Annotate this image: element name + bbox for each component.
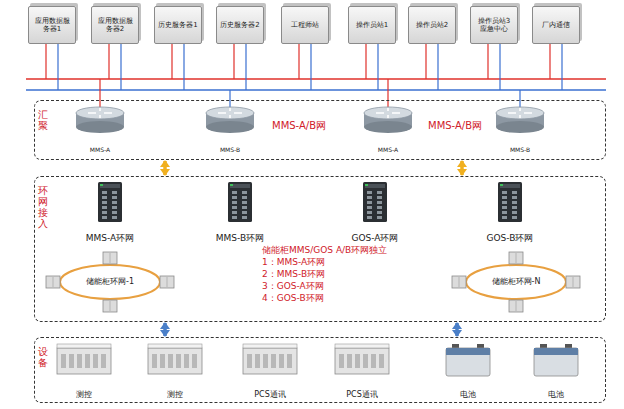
device-node: PCS通讯 bbox=[235, 342, 305, 400]
blue-drop bbox=[183, 44, 184, 90]
red-drop bbox=[425, 44, 426, 79]
layer-title: 汇聚 bbox=[38, 109, 48, 131]
node-label: GOS-A环网 bbox=[352, 233, 399, 243]
node-label: 储能柜环网-N bbox=[492, 277, 541, 286]
layer-title: 设备 bbox=[38, 346, 48, 368]
router-node: MMS-B bbox=[492, 105, 548, 155]
blue-drop bbox=[245, 44, 246, 90]
blue-drop bbox=[377, 44, 378, 90]
ring-network: 储能柜环网-1 bbox=[40, 252, 180, 312]
node-label: MMS-B环网 bbox=[216, 233, 264, 243]
blue-bus bbox=[26, 89, 606, 91]
red-drop bbox=[487, 44, 488, 79]
router-node: MMS-A bbox=[360, 105, 416, 155]
blue-drop bbox=[120, 44, 121, 90]
switch-node: GOS-B环网 bbox=[473, 180, 547, 244]
note-column: 储能柜MMS/GOS A/B环网独立1：MMS-A环网2：MMS-B环网3：GO… bbox=[262, 244, 387, 304]
node-label: 厂内通信 bbox=[542, 21, 570, 29]
router-link bbox=[229, 90, 230, 108]
node-label: 历史服务器2 bbox=[220, 21, 259, 29]
layer-band: 设备测控 测控 PCS通讯 PCS通讯 电池 电池 bbox=[34, 337, 606, 403]
router-link bbox=[387, 79, 388, 108]
router-node: MMS-B bbox=[202, 105, 258, 155]
note-text: 储能柜MMS/GOS A/B环网独立 bbox=[262, 244, 387, 256]
node-label: 操作员站2 bbox=[416, 21, 448, 29]
note-text: 2：MMS-B环网 bbox=[262, 268, 387, 280]
double-arrow bbox=[163, 323, 167, 336]
node-label: 测控 bbox=[167, 390, 183, 399]
server-box: 操作员站2 bbox=[408, 6, 456, 44]
red-drop bbox=[549, 44, 550, 79]
note-text: 3：GOS-A环网 bbox=[262, 280, 387, 292]
blue-drop bbox=[310, 44, 311, 90]
server-box: 操作员站1 bbox=[348, 6, 396, 44]
double-arrow bbox=[455, 323, 459, 336]
router-link bbox=[99, 79, 100, 108]
blue-drop bbox=[57, 44, 58, 90]
layer-title: 环网接入 bbox=[38, 185, 48, 229]
node-label: 电池 bbox=[460, 390, 476, 399]
server-box: 应用数据服务器2 bbox=[91, 6, 139, 44]
battery-node: 电池 bbox=[433, 342, 503, 400]
red-drop bbox=[171, 44, 172, 79]
network-label: MMS-A/B网 bbox=[272, 119, 326, 133]
red-drop bbox=[365, 44, 366, 79]
double-arrow bbox=[460, 161, 464, 175]
node-label: MMS-A bbox=[90, 147, 110, 154]
note-text: 1：MMS-A环网 bbox=[262, 256, 387, 268]
server-box: 历史服务器1 bbox=[154, 6, 202, 44]
device-node: 测控 bbox=[49, 342, 119, 400]
node-label: MMS-B bbox=[220, 147, 240, 154]
red-drop bbox=[298, 44, 299, 79]
node-label: MMS-B bbox=[510, 147, 530, 154]
node-label: 储能柜环网-1 bbox=[86, 277, 134, 286]
server-box: 历史服务器2 bbox=[216, 6, 264, 44]
node-label: 工程师站 bbox=[291, 21, 319, 29]
device-node: PCS通讯 bbox=[327, 342, 397, 400]
switch-node: GOS-A环网 bbox=[338, 180, 412, 244]
node-label: 应用数据服务器1 bbox=[32, 17, 72, 33]
server-box: 工程师站 bbox=[281, 6, 329, 44]
node-label: MMS-A环网 bbox=[86, 233, 134, 243]
server-drops bbox=[46, 44, 562, 108]
router-link bbox=[519, 90, 520, 108]
red-drop bbox=[45, 44, 46, 79]
red-drop bbox=[233, 44, 234, 79]
server-box: 操作员站3 应急中心 bbox=[470, 6, 518, 44]
node-label: 应用数据服务器2 bbox=[95, 17, 135, 33]
ring-network: 储能柜环网-N bbox=[446, 252, 586, 312]
battery-node: 电池 bbox=[521, 342, 591, 400]
switch-node: MMS-A环网 bbox=[73, 180, 147, 244]
node-label: PCS通讯 bbox=[346, 390, 378, 399]
red-drop bbox=[108, 44, 109, 79]
node-label: 测控 bbox=[76, 390, 92, 399]
node-label: 电池 bbox=[548, 390, 564, 399]
node-label: 历史服务器1 bbox=[158, 21, 197, 29]
device-node: 测控 bbox=[140, 342, 210, 400]
switch-node: MMS-B环网 bbox=[203, 180, 277, 244]
server-box: 应用数据服务器1 bbox=[28, 6, 76, 44]
router-node: MMS-A bbox=[72, 105, 128, 155]
node-label: 操作员站1 bbox=[356, 21, 388, 29]
blue-drop bbox=[561, 44, 562, 90]
double-arrow bbox=[163, 161, 167, 175]
red-bus bbox=[26, 78, 606, 80]
blue-drop bbox=[437, 44, 438, 90]
server-box: 厂内通信 bbox=[532, 6, 580, 44]
node-label: GOS-B环网 bbox=[487, 233, 534, 243]
node-label: 操作员站3 应急中心 bbox=[474, 17, 514, 33]
note-text: 4：GOS-B环网 bbox=[262, 292, 387, 304]
node-label: MMS-A bbox=[378, 147, 398, 154]
network-label: MMS-A/B网 bbox=[428, 119, 482, 133]
node-label: PCS通讯 bbox=[254, 390, 286, 399]
blue-drop bbox=[499, 44, 500, 90]
